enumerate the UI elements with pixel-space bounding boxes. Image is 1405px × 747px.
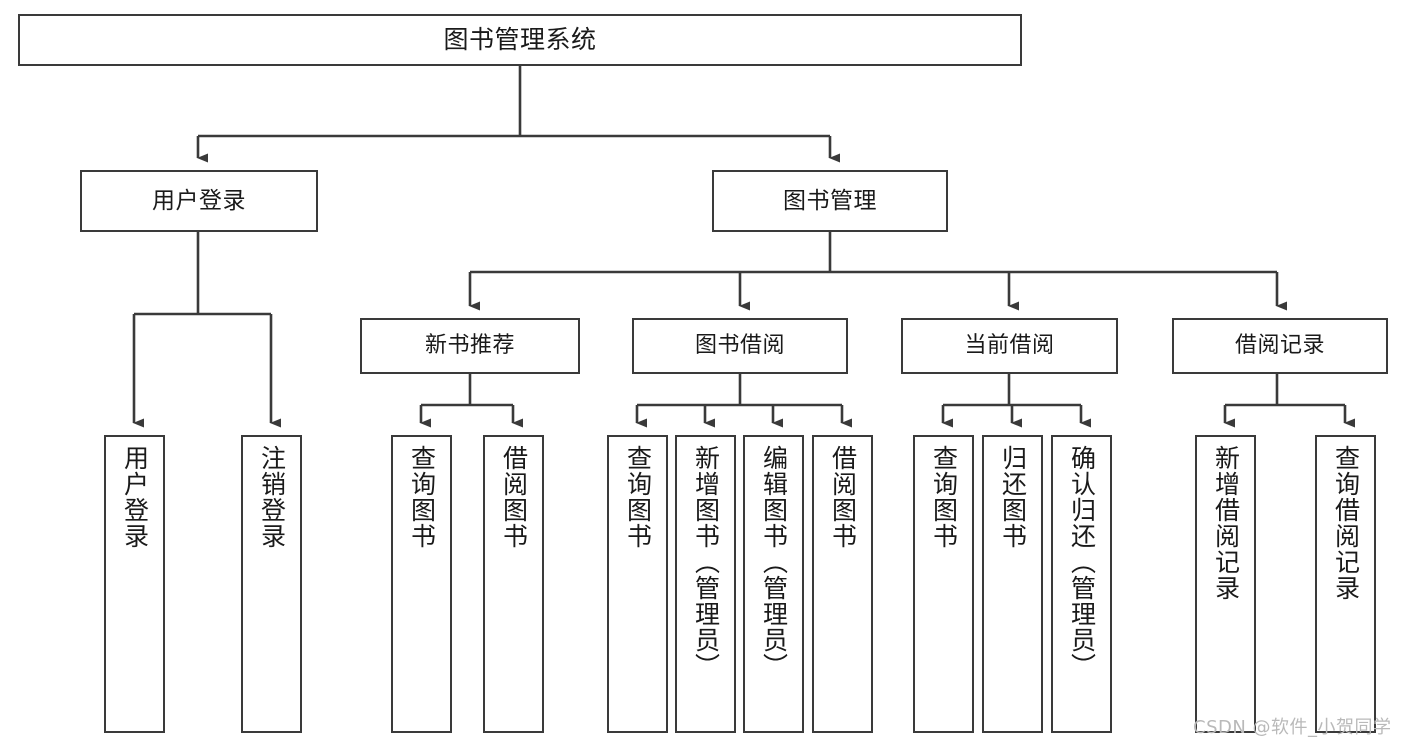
node-borrow-record-label: 借阅记录: [1234, 333, 1325, 359]
leaf-current-borrow-confirm-return-admin[interactable]: 确认归还（管理员）: [1051, 435, 1112, 733]
leaf-label: 借阅图书: [828, 445, 858, 549]
leaf-book-borrow-edit-book-admin[interactable]: 编辑图书（管理员）: [743, 435, 804, 733]
node-book-borrow-label: 图书借阅: [694, 333, 785, 359]
node-borrow-record[interactable]: 借阅记录: [1172, 318, 1388, 374]
leaf-book-borrow-query-book[interactable]: 查询图书: [607, 435, 668, 733]
leaf-label: 新增图书（管理员）: [691, 445, 721, 679]
leaf-new-book-borrow-book[interactable]: 借阅图书: [483, 435, 544, 733]
leaf-new-book-query-book[interactable]: 查询图书: [391, 435, 452, 733]
leaf-borrow-record-add-record[interactable]: 新增借阅记录: [1195, 435, 1256, 733]
leaf-label: 查询图书: [407, 445, 437, 549]
node-root-label: 图书管理系统: [443, 24, 597, 54]
node-book-borrow[interactable]: 图书借阅: [632, 318, 848, 374]
leaf-label: 查询图书: [623, 445, 653, 549]
leaf-label: 确认归还（管理员）: [1067, 445, 1097, 679]
leaf-label: 注销登录: [257, 445, 287, 549]
leaf-label: 用户登录: [120, 445, 150, 549]
node-root-book-management-system[interactable]: 图书管理系统: [18, 14, 1022, 66]
node-user-login[interactable]: 用户登录: [80, 170, 318, 232]
node-current-borrow[interactable]: 当前借阅: [901, 318, 1118, 374]
node-book-management-label: 图书管理: [783, 187, 877, 214]
leaf-label: 查询图书: [929, 445, 959, 549]
leaf-current-borrow-return-book[interactable]: 归还图书: [982, 435, 1043, 733]
leaf-current-borrow-query-book[interactable]: 查询图书: [913, 435, 974, 733]
leaf-user-login-logout[interactable]: 注销登录: [241, 435, 302, 733]
node-user-login-label: 用户登录: [152, 187, 246, 214]
node-new-book-recommend[interactable]: 新书推荐: [360, 318, 580, 374]
leaf-label: 查询借阅记录: [1331, 445, 1361, 601]
leaf-user-login-login[interactable]: 用户登录: [104, 435, 165, 733]
leaf-label: 编辑图书（管理员）: [759, 445, 789, 679]
node-book-management[interactable]: 图书管理: [712, 170, 948, 232]
leaf-book-borrow-borrow-book[interactable]: 借阅图书: [812, 435, 873, 733]
leaf-label: 新增借阅记录: [1211, 445, 1241, 601]
node-current-borrow-label: 当前借阅: [964, 333, 1055, 359]
leaf-label: 借阅图书: [499, 445, 529, 549]
leaf-label: 归还图书: [998, 445, 1028, 549]
leaf-book-borrow-add-book-admin[interactable]: 新增图书（管理员）: [675, 435, 736, 733]
leaf-borrow-record-query-record[interactable]: 查询借阅记录: [1315, 435, 1376, 733]
node-new-book-recommend-label: 新书推荐: [424, 333, 515, 359]
